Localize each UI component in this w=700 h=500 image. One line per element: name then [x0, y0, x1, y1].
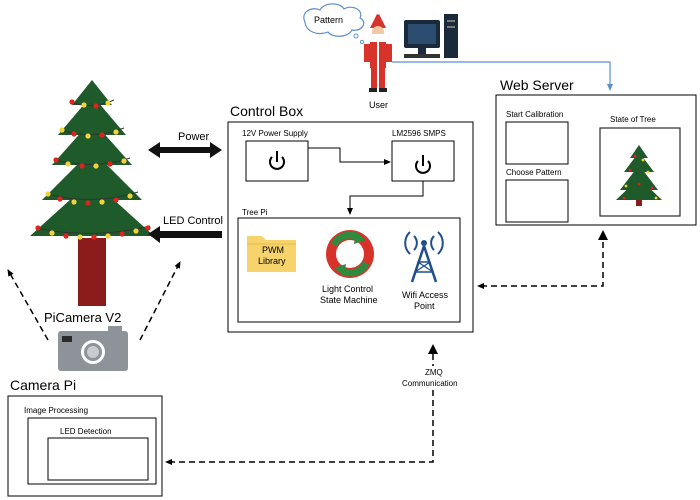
tree-light	[49, 230, 55, 236]
tree-lights	[35, 99, 151, 240]
tree-light	[105, 233, 111, 239]
state-of-tree-label: State of Tree	[610, 115, 656, 124]
tree-top-tier	[72, 80, 112, 105]
zmq-link	[165, 390, 434, 465]
tree-light	[57, 196, 63, 202]
camera-view-right	[139, 261, 181, 341]
tree-light	[53, 157, 59, 163]
tree-pi-label: Tree Pi	[242, 208, 268, 217]
pwm-library-line1: PWM	[262, 245, 284, 255]
led-control-arrow: LED Control	[148, 215, 223, 243]
tree-light	[105, 100, 111, 106]
power-label: Power	[178, 131, 210, 143]
computer-icon	[404, 14, 458, 58]
wifi-tower-icon	[404, 231, 444, 283]
tree-light	[93, 103, 99, 109]
led-control-label: LED Control	[163, 215, 223, 227]
tree-light	[85, 200, 91, 206]
folder-icon	[247, 236, 296, 272]
control-box-title: Control Box	[230, 103, 303, 119]
image-processing-label: Image Processing	[24, 406, 88, 415]
tree-light	[113, 197, 119, 203]
tree-light	[63, 233, 69, 239]
tree-light	[99, 199, 105, 205]
control-box	[227, 121, 474, 333]
tree-light	[91, 234, 97, 240]
tree-light	[145, 225, 151, 231]
tree-light	[121, 158, 127, 164]
tree-light	[35, 225, 41, 231]
led-detection-box	[47, 437, 149, 481]
wifi-line2: Point	[414, 301, 435, 311]
tree-light	[69, 99, 75, 105]
camera-icon	[58, 326, 128, 371]
tree-light	[59, 127, 65, 133]
tree-light	[71, 131, 77, 137]
start-calibration-button[interactable]	[505, 121, 569, 165]
power-supply-label: 12V Power Supply	[242, 129, 308, 138]
user-label: User	[369, 100, 388, 110]
smps-label: LM2596 SMPS	[392, 129, 446, 138]
tree-light	[113, 129, 119, 135]
tree-light	[93, 163, 99, 169]
tree-light	[99, 132, 105, 138]
pattern-cloud-text: Pattern	[314, 15, 343, 25]
tree-light	[133, 228, 139, 234]
state-machine-line1: Light Control	[322, 284, 373, 294]
picamera-title: PiCamera V2	[44, 310, 121, 325]
led-detection-label: LED Detection	[60, 427, 112, 436]
zmq-line2: Communication	[402, 379, 458, 388]
cycle-icon	[326, 230, 374, 278]
tree-light	[107, 161, 113, 167]
camera-pi-title: Camera Pi	[10, 377, 76, 393]
tree-light	[71, 199, 77, 205]
tree-light	[79, 163, 85, 169]
zmq-line1: ZMQ	[425, 368, 443, 377]
wifi-line1: Wifi Access	[402, 290, 449, 300]
choose-pattern-label: Choose Pattern	[506, 168, 562, 177]
tree-light	[65, 161, 71, 167]
web-server-box	[495, 94, 697, 226]
power-icon	[269, 151, 285, 170]
webserver-treepi-link	[477, 232, 604, 289]
tree-light	[45, 191, 51, 197]
tree-pi-box	[237, 217, 461, 323]
supply-to-smps-arrow	[308, 147, 391, 165]
tree-trunk	[78, 238, 106, 306]
tree-light	[85, 133, 91, 139]
christmas-tree-icon	[30, 80, 154, 306]
choose-pattern-button[interactable]	[505, 179, 569, 223]
start-calibration-label: Start Calibration	[506, 110, 563, 119]
web-server-title: Web Server	[500, 77, 574, 93]
camera-view-left	[7, 269, 49, 341]
state-machine-line2: State Machine	[320, 295, 378, 305]
tree-light	[77, 234, 83, 240]
pattern-cloud: Pattern	[303, 3, 365, 45]
smps-to-treepi-arrow	[347, 181, 424, 215]
tree-light	[119, 231, 125, 237]
tree-light	[127, 193, 133, 199]
smps-power-icon	[415, 155, 431, 174]
santa-user-icon	[364, 9, 392, 92]
image-processing-box	[27, 417, 157, 485]
mini-tree-icon	[616, 145, 662, 206]
power-arrow: Power	[148, 131, 222, 158]
tree-light	[81, 102, 87, 108]
tree-bottom-tier	[30, 180, 154, 236]
pwm-library-line2: Library	[258, 256, 286, 266]
camera-pi-box	[7, 395, 163, 497]
user-webserver-link	[392, 61, 613, 91]
